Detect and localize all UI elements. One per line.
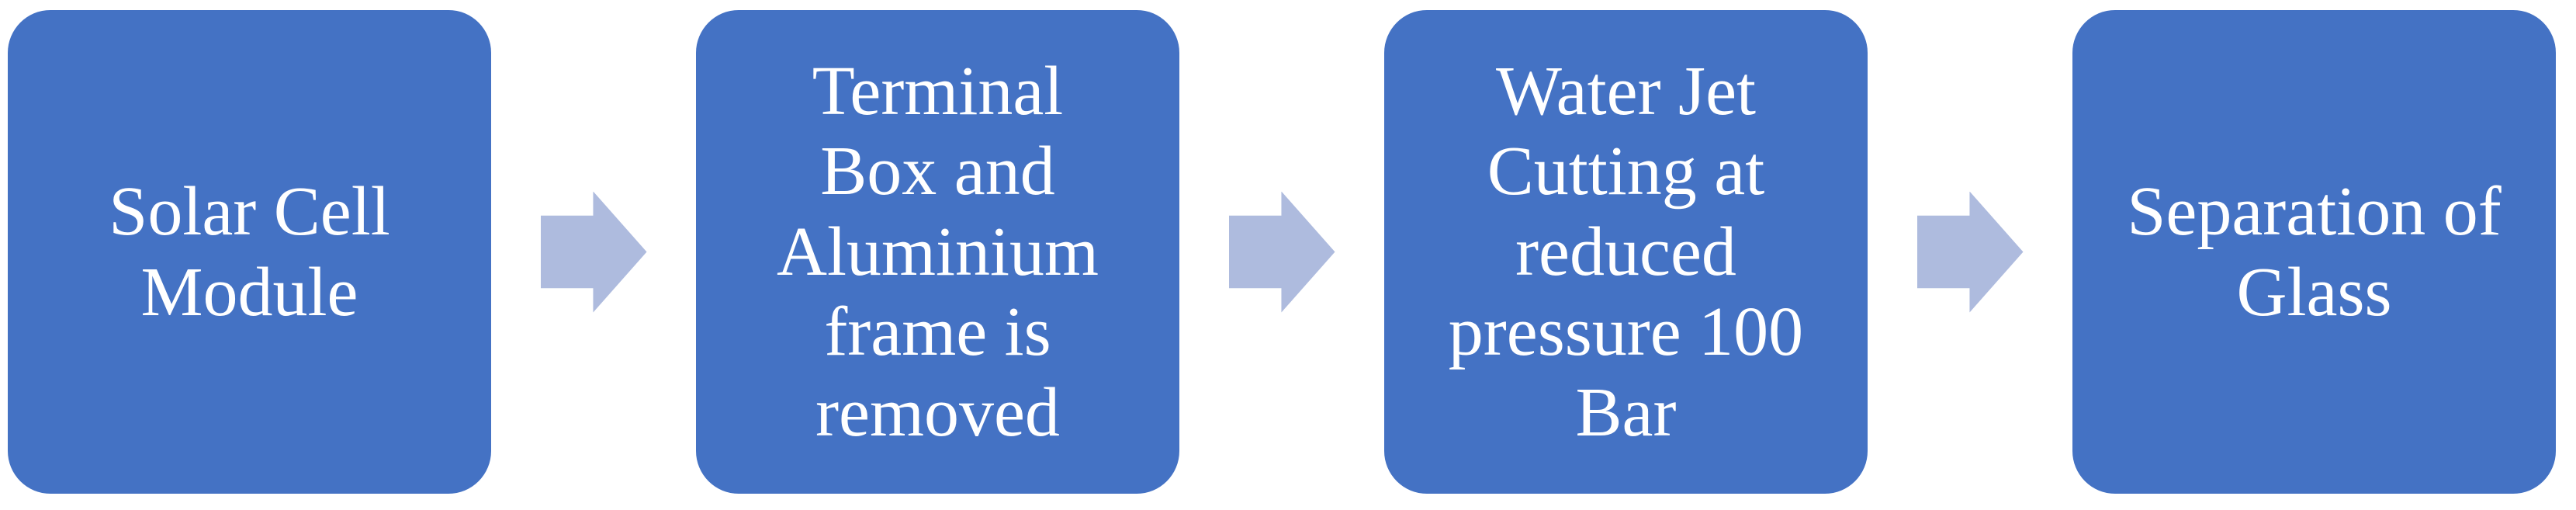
flow-step-separation-of-glass: Separation of Glass (2072, 10, 2556, 494)
flow-step-water-jet-cutting: Water Jet Cutting at reduced pressure 10… (1384, 10, 1868, 494)
step-label-water-jet-cutting: Water Jet Cutting at reduced pressure 10… (1448, 52, 1804, 451)
right-arrow-icon (1916, 191, 2024, 313)
right-arrow-icon (1228, 191, 1335, 313)
flow-step-terminal-box-frame-removed: Terminal Box and Aluminium frame is remo… (696, 10, 1179, 494)
right-arrow-icon (540, 191, 647, 313)
step-label-separation-of-glass: Separation of Glass (2127, 173, 2502, 331)
flow-step-solar-cell-module: Solar Cell Module (8, 10, 491, 494)
arrow-gap-1 (491, 10, 696, 494)
step-label-terminal-box-frame-removed: Terminal Box and Aluminium frame is remo… (776, 52, 1099, 451)
arrow-gap-2 (1179, 10, 1384, 494)
step-label-solar-cell-module: Solar Cell Module (109, 173, 390, 331)
arrow-gap-3 (1868, 10, 2072, 494)
